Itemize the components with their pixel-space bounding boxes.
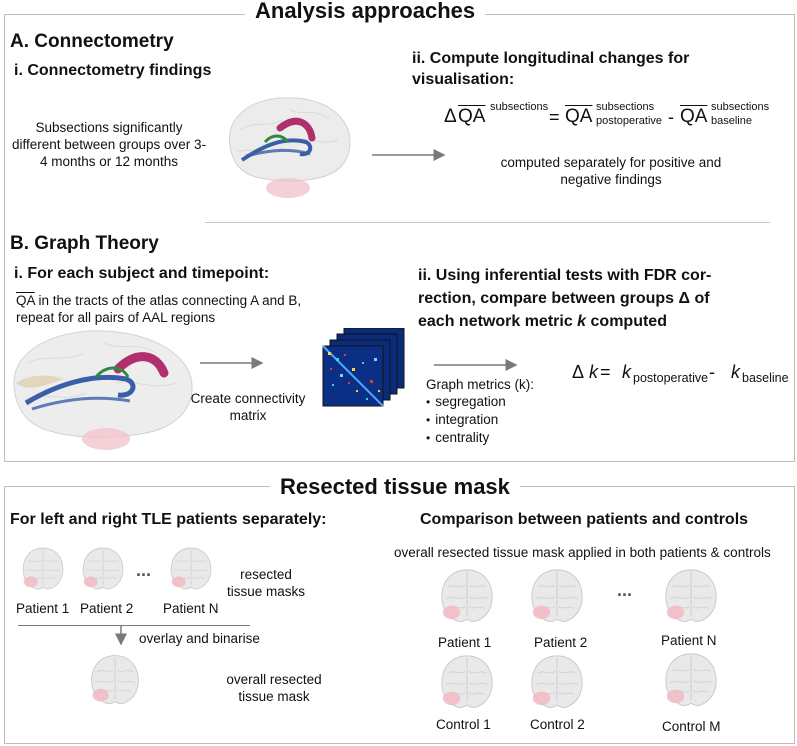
metric-item: integration — [426, 411, 506, 429]
inferential-heading-line3: each network metric k computed — [418, 313, 667, 331]
patient-label: Patient N — [163, 601, 219, 616]
metrics-list: segregation integration centrality — [426, 393, 506, 447]
inferential-line3-a: each network metric — [418, 313, 578, 330]
eq-base-sub: baseline — [711, 115, 752, 127]
eq-sup-lhs: subsections — [490, 101, 549, 113]
analysis-title: Analysis approaches — [245, 0, 486, 24]
compute-heading-line1: ii. Compute longitudinal changes for — [412, 50, 690, 67]
arrow-matrix-to-metrics — [434, 359, 518, 371]
sagittal-brain-graph — [13, 330, 193, 450]
brain-right-patient-n — [665, 569, 717, 622]
brain-mask-patient-2 — [82, 547, 124, 590]
subject-text-1: in the tracts of the atlas connecting A … — [34, 293, 302, 308]
subject-text-2: repeat for all pairs of AAL regions — [16, 310, 216, 325]
overlay-line — [18, 625, 250, 626]
brain-right-control-2 — [531, 655, 583, 708]
masks-label: resected tissue masks — [226, 567, 306, 599]
eq-delta: Δ — [444, 106, 457, 127]
sagittal-brain-connectometry — [228, 97, 351, 198]
k-eq-base-sub: baseline — [742, 371, 789, 385]
eq-qa-lhs: QA — [458, 106, 486, 127]
computed-separately-note: computed separately for positive and neg… — [500, 155, 722, 187]
right-ellipsis-top: ... — [617, 580, 633, 600]
connectivity-matrices — [322, 328, 405, 407]
overlay-label: overlay and binarise — [139, 631, 260, 646]
k-eq-post-sub: postoperative — [633, 371, 709, 385]
subject-text: QA in the tracts of the atlas connecting… — [16, 292, 301, 326]
metric-item: centrality — [426, 429, 506, 447]
k-eq-minus: - — [709, 362, 715, 382]
qa-overline-label: QA — [16, 293, 35, 308]
eq-minus: - — [668, 107, 674, 127]
inferential-heading-line1: ii. Using inferential tests with FDR cor… — [418, 267, 712, 284]
brain-overall-mask — [91, 655, 139, 705]
eq-equals: = — [549, 107, 560, 127]
right-patient-label: Patient 2 — [534, 635, 588, 650]
section-divider — [205, 222, 770, 223]
brain-mask-patient-1 — [22, 547, 64, 590]
right-control-label: Control M — [662, 719, 721, 734]
metrics-title: Graph metrics (k): — [426, 377, 535, 392]
connectometry-findings-heading: i. Connectometry findings — [14, 62, 212, 79]
inferential-heading-line2: rection, compare between groups Δ of — [418, 290, 710, 307]
patient-label: Patient 2 — [80, 601, 134, 616]
metric-item: segregation — [426, 393, 506, 411]
inferential-line3-b: computed — [586, 313, 667, 330]
arrow-brain-to-matrix — [200, 357, 264, 369]
brain-right-control-m — [665, 653, 717, 706]
overall-mask-label: overall resected tissue mask — [226, 672, 322, 704]
brain-right-control-1 — [441, 655, 493, 708]
arrow-findings-to-compute — [372, 149, 446, 161]
brain-right-patient-1 — [441, 569, 493, 622]
k-eq-equals: = — [600, 362, 611, 382]
k-eq-k: k — [589, 362, 598, 382]
inferential-line3-k: k — [577, 313, 587, 330]
connectometry-findings-text: Subsections significantly different betw… — [11, 120, 207, 169]
right-control-label: Control 2 — [530, 717, 585, 732]
connectometry-heading: A. Connectometry — [10, 31, 174, 52]
subject-timepoint-heading: i. For each subject and timepoint: — [14, 265, 270, 282]
patient-label: Patient 1 — [16, 601, 70, 616]
eq-post-sup: subsections — [596, 101, 655, 113]
right-control-label: Control 1 — [436, 717, 491, 732]
eq-qa-base: QA — [680, 106, 708, 127]
resected-title: Resected tissue mask — [270, 474, 520, 500]
left-ellipsis: ... — [136, 560, 152, 580]
matrix-speckle — [322, 345, 384, 407]
overlay-arrow — [115, 626, 127, 646]
graph-theory-heading: B. Graph Theory — [10, 233, 159, 254]
k-eq-k-post: k — [622, 362, 631, 382]
create-matrix-label: Create connectivity matrix — [190, 391, 306, 423]
brain-mask-patient-n — [170, 547, 212, 590]
right-patient-label: Patient N — [661, 633, 717, 648]
left-heading: For left and right TLE patients separate… — [10, 511, 327, 528]
k-eq-delta: Δ — [572, 362, 585, 382]
applied-note: overall resected tissue mask applied in … — [394, 545, 771, 560]
compute-heading-line2: visualisation: — [412, 71, 515, 88]
right-heading: Comparison between patients and controls — [420, 511, 749, 528]
right-patient-label: Patient 1 — [438, 635, 492, 650]
eq-qa-post: QA — [565, 106, 593, 127]
brain-right-patient-2 — [531, 569, 583, 622]
k-eq-k-base: k — [731, 362, 740, 382]
eq-base-sup: subsections — [711, 101, 770, 113]
eq-post-sub: postoperative — [596, 115, 663, 127]
